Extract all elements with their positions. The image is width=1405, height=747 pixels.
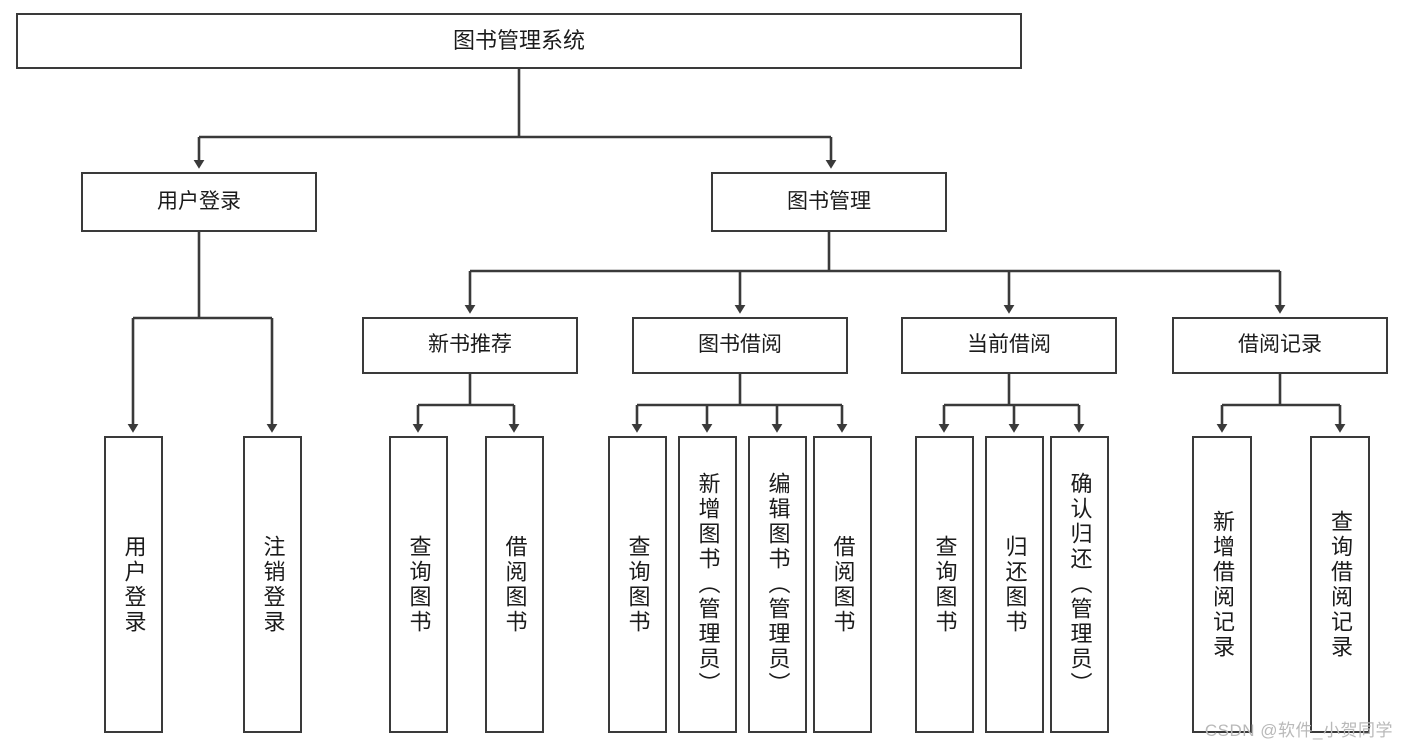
node-label: 图书管理系统 bbox=[452, 28, 585, 54]
leaf-add-borrow-record[interactable]: 新增借阅记录 bbox=[1192, 436, 1252, 733]
node-new-book-recommend[interactable]: 新书推荐 bbox=[362, 317, 578, 374]
leaf-user-login[interactable]: 用户登录 bbox=[104, 436, 163, 733]
node-label: 新增图书（管理员） bbox=[695, 472, 721, 697]
node-label: 借阅图书 bbox=[830, 534, 856, 635]
node-label: 用户登录 bbox=[157, 189, 241, 213]
node-label: 查询借阅记录 bbox=[1328, 509, 1353, 660]
node-label: 借阅记录 bbox=[1238, 333, 1322, 357]
leaf-add-book-admin[interactable]: 新增图书（管理员） bbox=[678, 436, 737, 733]
leaf-borrow-book-2[interactable]: 借阅图书 bbox=[813, 436, 872, 733]
node-label: 新书推荐 bbox=[428, 333, 512, 357]
node-label: 新增借阅记录 bbox=[1210, 509, 1235, 660]
leaf-edit-book-admin[interactable]: 编辑图书（管理员） bbox=[748, 436, 807, 733]
node-label: 图书管理 bbox=[787, 189, 871, 213]
node-label: 查询图书 bbox=[932, 534, 958, 635]
node-label: 归还图书 bbox=[1002, 534, 1028, 635]
node-user-login[interactable]: 用户登录 bbox=[81, 172, 317, 232]
node-label: 编辑图书（管理员） bbox=[765, 472, 791, 697]
leaf-logout[interactable]: 注销登录 bbox=[243, 436, 302, 733]
leaf-borrow-book-1[interactable]: 借阅图书 bbox=[485, 436, 544, 733]
node-label: 查询图书 bbox=[406, 534, 432, 635]
node-book-borrow[interactable]: 图书借阅 bbox=[632, 317, 848, 374]
leaf-confirm-return-admin[interactable]: 确认归还（管理员） bbox=[1050, 436, 1109, 733]
node-label: 图书借阅 bbox=[698, 333, 782, 357]
node-label: 确认归还（管理员） bbox=[1067, 472, 1093, 697]
leaf-query-borrow-record[interactable]: 查询借阅记录 bbox=[1310, 436, 1370, 733]
leaf-query-book-1[interactable]: 查询图书 bbox=[389, 436, 448, 733]
csdn-watermark: CSDN @软件_小贺同学 bbox=[1204, 721, 1393, 740]
leaf-query-book-2[interactable]: 查询图书 bbox=[608, 436, 667, 733]
node-label: 用户登录 bbox=[121, 534, 147, 635]
node-label: 借阅图书 bbox=[502, 534, 528, 635]
node-label: 注销登录 bbox=[260, 534, 286, 635]
node-label: 当前借阅 bbox=[967, 333, 1051, 357]
node-current-borrow[interactable]: 当前借阅 bbox=[901, 317, 1117, 374]
leaf-return-book[interactable]: 归还图书 bbox=[985, 436, 1044, 733]
node-borrow-record[interactable]: 借阅记录 bbox=[1172, 317, 1388, 374]
node-root-system[interactable]: 图书管理系统 bbox=[16, 13, 1022, 69]
node-book-manage[interactable]: 图书管理 bbox=[711, 172, 947, 232]
node-label: 查询图书 bbox=[625, 534, 651, 635]
leaf-query-book-3[interactable]: 查询图书 bbox=[915, 436, 974, 733]
